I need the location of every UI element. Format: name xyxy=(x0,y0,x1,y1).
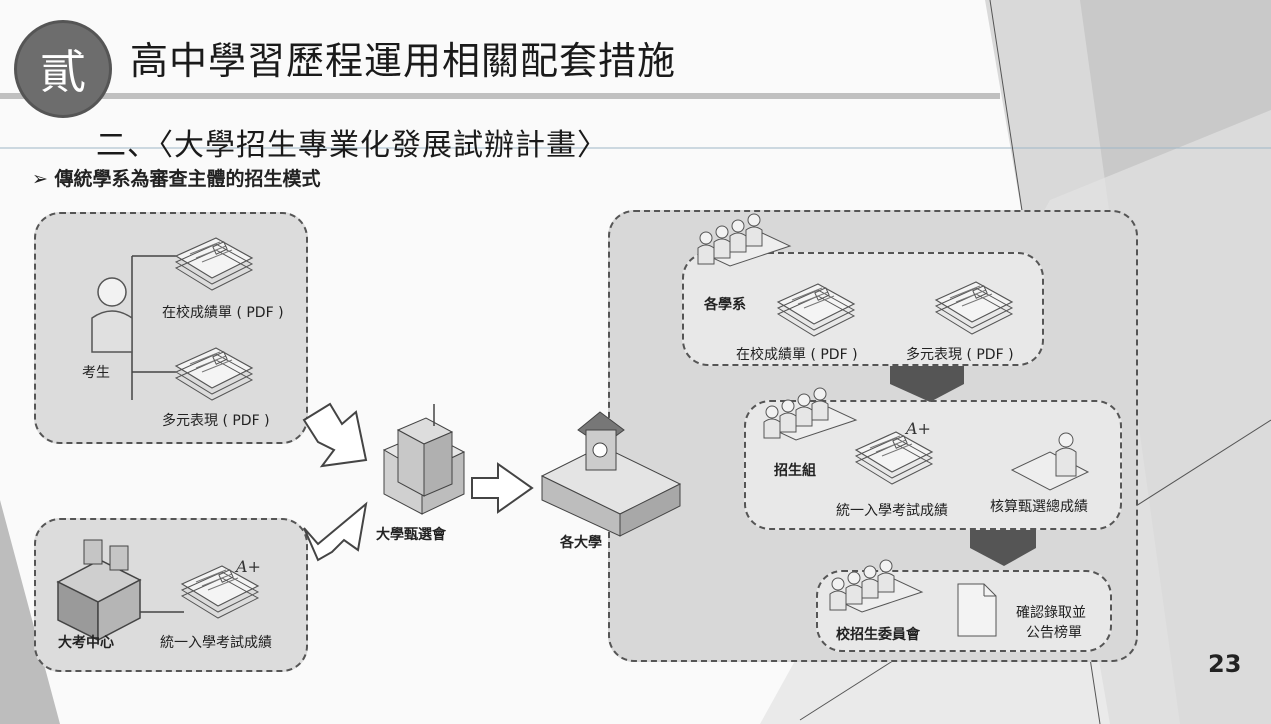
total-score-label: 核算甄選總成績 xyxy=(990,499,1088,515)
arrow-to-universities-icon xyxy=(471,462,534,514)
dept-portfolio-label: 多元表現 ( PDF ) xyxy=(906,347,1014,363)
confirm-line2-label: 公告榜單 xyxy=(1026,625,1082,641)
page-title: 高中學習歷程運用相關配套措施 xyxy=(130,39,677,83)
exam-center-icon xyxy=(56,539,142,642)
admissions-exam-doc-icon xyxy=(855,431,933,485)
page-number: 23 xyxy=(1208,650,1242,678)
arrow-to-committee-bottom-icon xyxy=(303,501,368,562)
committee-building-icon xyxy=(382,404,466,515)
dept-portfolio-doc-icon xyxy=(935,281,1013,335)
admissions-meeting-icon xyxy=(764,388,856,440)
universities-label: 各大學 xyxy=(560,535,602,551)
exam-center-label: 大考中心 xyxy=(58,635,114,651)
announcement-doc-icon xyxy=(957,583,997,637)
admissions-group-label: 招生組 xyxy=(774,463,816,479)
down-arrow-1-icon xyxy=(890,366,964,402)
committee-label: 大學甄選會 xyxy=(376,527,446,543)
scoring-person-icon xyxy=(1010,432,1090,491)
transcript-doc-icon xyxy=(175,237,253,291)
down-arrow-2-icon xyxy=(970,530,1036,566)
arrow-to-committee-top-icon xyxy=(302,402,368,468)
confirm-line1-label: 確認錄取並 xyxy=(1016,605,1086,621)
exam-score-label: 統一入學考試成績 xyxy=(160,635,272,651)
departments-meeting-icon xyxy=(698,214,790,266)
admissions-exam-label: 統一入學考試成績 xyxy=(836,503,948,519)
page-subtitle: 二、〈大學招生專業化發展試辦計畫〉 xyxy=(96,128,608,163)
svg-text:A+: A+ xyxy=(234,557,261,576)
departments-label: 各學系 xyxy=(704,297,746,313)
school-committee-meeting-icon xyxy=(830,560,922,612)
school-committee-label: 校招生委員會 xyxy=(836,627,920,643)
candidate-label: 考生 xyxy=(82,365,110,381)
section-badge: 貳 xyxy=(14,20,112,118)
portfolio-doc-icon xyxy=(175,347,253,401)
university-building-icon xyxy=(540,411,682,537)
candidate-panel xyxy=(34,212,308,444)
dept-transcript-doc-icon xyxy=(777,283,855,337)
svg-text:A+: A+ xyxy=(904,419,931,438)
transcript-label: 在校成績單 ( PDF ) xyxy=(162,305,284,321)
candidate-icon xyxy=(91,277,133,353)
portfolio-label: 多元表現 ( PDF ) xyxy=(162,413,270,429)
dept-transcript-label: 在校成績單 ( PDF ) xyxy=(736,347,858,363)
bullet-text: ➢ 傳統學系為審查主體的招生模式 xyxy=(32,168,321,190)
exam-center-panel xyxy=(34,518,308,672)
